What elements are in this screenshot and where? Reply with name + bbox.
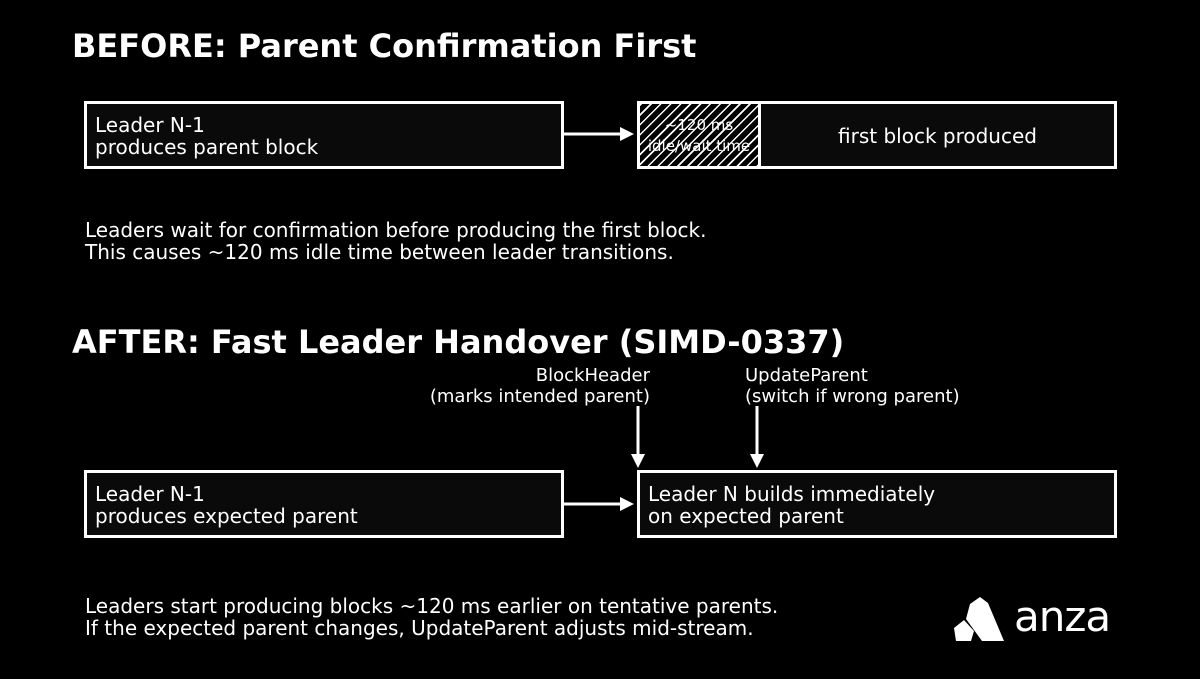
after-caption-line1: Leaders start producing blocks ~120 ms e… (85, 594, 779, 618)
before-leader-n1-line1: Leader N-1 (95, 113, 205, 137)
idle-wait-line2: idle/wait time (647, 137, 751, 155)
before-leader-n1-box: Leader N-1 produces parent block (84, 101, 564, 169)
anza-logo: anza (952, 592, 1122, 643)
before-leader-n1-line2: produces parent block (95, 135, 319, 159)
after-leader-n-line1: Leader N builds immediately (648, 482, 936, 506)
after-caption-line2: If the expected parent changes, UpdatePa… (85, 616, 754, 640)
blockheader-arrow-head (631, 454, 645, 468)
before-arrow-head (620, 127, 634, 141)
updateparent-arrow-head (750, 454, 764, 468)
after-arrow-head (620, 497, 634, 511)
after-leader-n1-line1: Leader N-1 (95, 482, 205, 506)
updateparent-title: UpdateParent (745, 365, 868, 386)
idle-wait-line1: ~120 ms (664, 116, 734, 134)
before-caption-line1: Leaders wait for confirmation before pro… (85, 218, 707, 242)
before-caption-line2: This causes ~120 ms idle time between le… (85, 240, 674, 264)
after-heading: AFTER: Fast Leader Handover (SIMD-0337) (72, 323, 845, 361)
after-leader-n-line2: on expected parent (648, 504, 844, 528)
first-block-label: first block produced (838, 124, 1037, 148)
anza-logo-icon (954, 597, 1004, 641)
idle-wait-segment: ~120 ms idle/wait time (640, 104, 761, 166)
after-leader-n-box: Leader N builds immediately on expected … (637, 470, 1117, 538)
before-heading: BEFORE: Parent Confirmation First (72, 27, 697, 65)
after-leader-n1-line2: produces expected parent (95, 504, 358, 528)
blockheader-title: BlockHeader (535, 365, 650, 386)
blockheader-subtitle: (marks intended parent) (429, 386, 650, 407)
updateparent-annotation: UpdateParent (switch if wrong parent) (745, 365, 960, 407)
blockheader-annotation: BlockHeader (marks intended parent) (430, 365, 650, 407)
after-leader-n1-box: Leader N-1 produces expected parent (84, 470, 564, 538)
before-first-block-box: ~120 ms idle/wait time first block produ… (637, 101, 1117, 169)
anza-wordmark: anza (1014, 592, 1111, 641)
updateparent-subtitle: (switch if wrong parent) (745, 386, 960, 407)
